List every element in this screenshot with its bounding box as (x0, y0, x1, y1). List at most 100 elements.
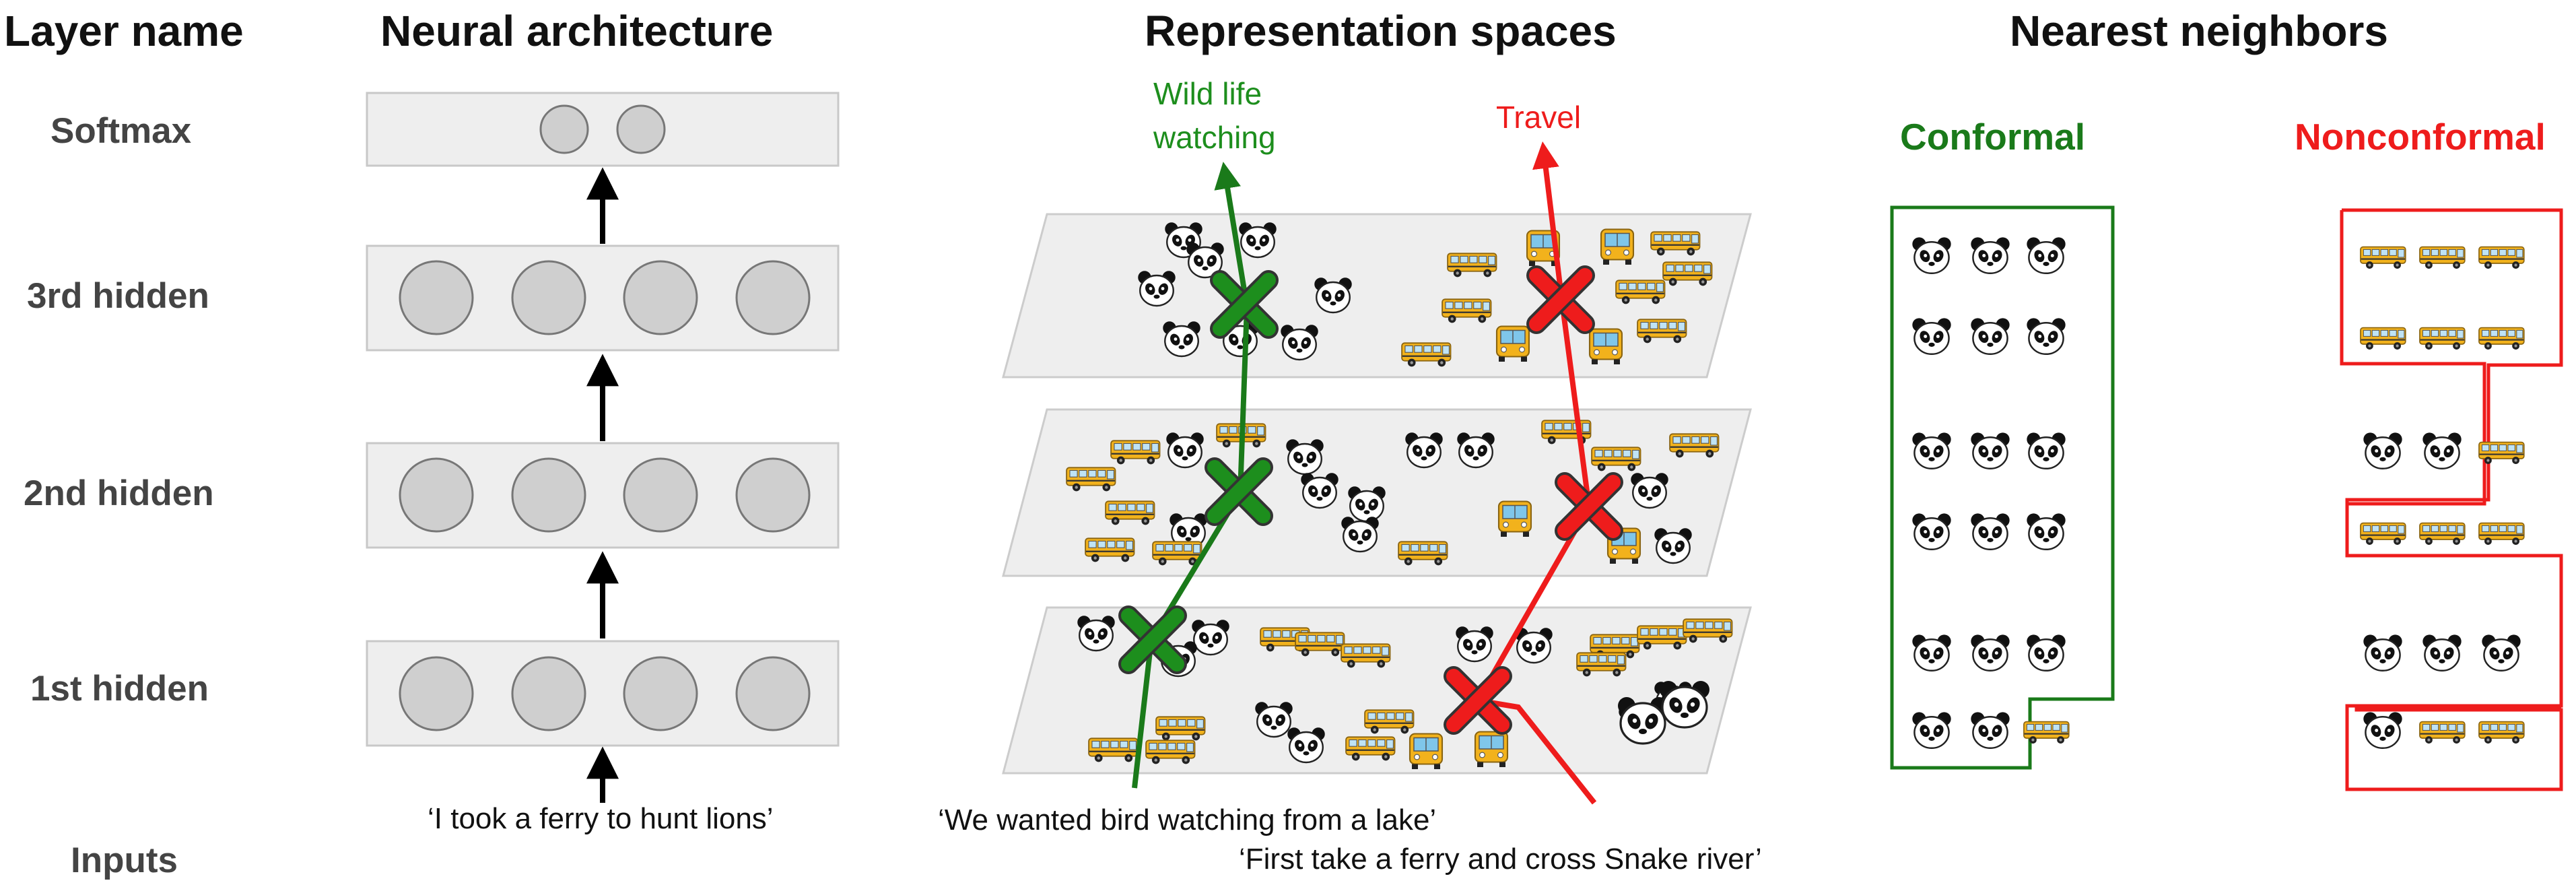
wildlife-label: watching (1153, 120, 1276, 155)
school-bus-icon (2359, 327, 2406, 351)
neural-network: ‘I took a ferry to hunt lions’ (366, 92, 840, 835)
hidden-node (399, 656, 474, 731)
nonconformal-boundary (2340, 208, 2563, 791)
layer-label-softmax: Softmax (50, 111, 192, 151)
nonconformal-neighbor-grid (2359, 246, 2525, 750)
school-bus-icon (2418, 522, 2466, 546)
panda-icon (2363, 711, 2403, 750)
school-bus-front-icon (1600, 228, 1635, 266)
softmax-node (616, 104, 666, 154)
school-bus-icon (2478, 522, 2525, 546)
school-bus-icon (2359, 246, 2406, 270)
school-bus-front-icon (1497, 500, 1532, 538)
hidden-node (511, 656, 586, 731)
hidden-node (399, 457, 474, 533)
panda-icon (1162, 321, 1201, 358)
hidden-node (735, 260, 811, 335)
x-mark-icon (1210, 270, 1279, 339)
panda-icon (1970, 432, 2010, 470)
panda-icon (1911, 513, 1952, 551)
panda-icon (2363, 634, 2403, 672)
header-layer-name: Layer name (4, 7, 244, 55)
wildlife-label: Wild life (1153, 76, 1262, 111)
x-mark-icon (1526, 265, 1595, 334)
school-bus-front-icon (1409, 733, 1444, 770)
school-bus-front-icon (1588, 328, 1623, 366)
red-sentence: ‘First take a ferry and cross Snake rive… (1239, 843, 1762, 876)
panda-icon (1911, 432, 1952, 470)
school-bus-icon (2478, 327, 2525, 351)
softmax-layer-box (366, 92, 840, 167)
school-bus-icon (2418, 246, 2466, 270)
representation-marks (1118, 265, 1623, 735)
panda-icon (1254, 701, 1293, 738)
panda-icon (2026, 236, 2066, 275)
green-sentence: ‘We wanted bird watching from a lake’ (938, 803, 1436, 836)
panda-icon (1654, 527, 1693, 564)
panda-icon (1970, 513, 2010, 551)
panda-icon (1970, 634, 2010, 672)
panda-icon (2026, 432, 2066, 470)
panda-icon (1300, 472, 1339, 509)
hidden-node (623, 656, 698, 731)
panda-icon (1455, 626, 1494, 663)
panda-icon (1137, 270, 1176, 307)
panda-icon (1314, 277, 1353, 314)
panda-icon (1165, 432, 1205, 469)
panda-icon (1617, 696, 1669, 745)
school-bus-icon (2478, 246, 2525, 270)
panda-icon (1077, 615, 1116, 652)
travel-trajectory (1473, 141, 1597, 805)
conformal-boundary (1890, 205, 2115, 770)
travel-label: Travel (1496, 100, 1581, 135)
x-mark-icon (1555, 472, 1623, 541)
school-bus-icon (2418, 327, 2466, 351)
panda-icon (2026, 317, 2066, 356)
layer-label-1st-hidden: 1st hidden (30, 669, 209, 709)
panda-icon (1287, 727, 1326, 764)
x-mark-icon (1444, 666, 1512, 735)
input-sentence: ‘I took a ferry to hunt lions’ (428, 802, 774, 835)
nearest-neighbors: Conformal Nonconformal (1890, 116, 2563, 791)
panda-icon (1911, 317, 1952, 356)
school-bus-icon (2478, 441, 2525, 465)
panda-icon (1341, 516, 1380, 553)
layer-label-3rd-hidden: 3rd hidden (27, 276, 209, 316)
conformal-neighbor-grid (1911, 236, 2070, 750)
panda-icon (1238, 222, 1277, 259)
layer-label-inputs: Inputs (71, 841, 178, 880)
panda-icon (2422, 432, 2462, 470)
layer-label-2nd-hidden: 2nd hidden (24, 473, 214, 513)
panda-icon (2026, 513, 2066, 551)
header-representation-spaces: Representation spaces (1145, 7, 1617, 55)
panda-icon (1970, 317, 2010, 356)
panda-icon (1285, 438, 1324, 475)
panda-icon (1658, 680, 1711, 729)
panda-icon (1911, 634, 1952, 672)
panda-icon (2026, 634, 2066, 672)
panda-icon (1911, 236, 1952, 275)
hidden-node (623, 260, 698, 335)
school-bus-icon (2023, 721, 2070, 745)
hidden-node (399, 260, 474, 335)
panda-icon (1404, 432, 1444, 469)
header-nearest-neighbors: Nearest neighbors (2010, 7, 2388, 55)
x-mark-icon (1205, 457, 1273, 526)
softmax-node (539, 104, 589, 154)
school-bus-front-icon (1474, 731, 1509, 768)
panda-icon (2481, 634, 2521, 672)
hidden-node (735, 656, 811, 731)
panda-icon (1191, 619, 1230, 656)
panda-icon (2422, 634, 2462, 672)
hidden-node (511, 457, 586, 533)
hidden-node (623, 457, 698, 533)
panda-icon (1911, 711, 1952, 750)
x-mark-icon (1118, 605, 1187, 674)
school-bus-icon (2418, 721, 2466, 745)
panda-icon (2363, 432, 2403, 470)
panda-icon (1970, 236, 2010, 275)
school-bus-front-icon (1495, 325, 1530, 363)
conformal-label: Conformal (1900, 116, 2085, 158)
hidden-node (735, 457, 811, 533)
